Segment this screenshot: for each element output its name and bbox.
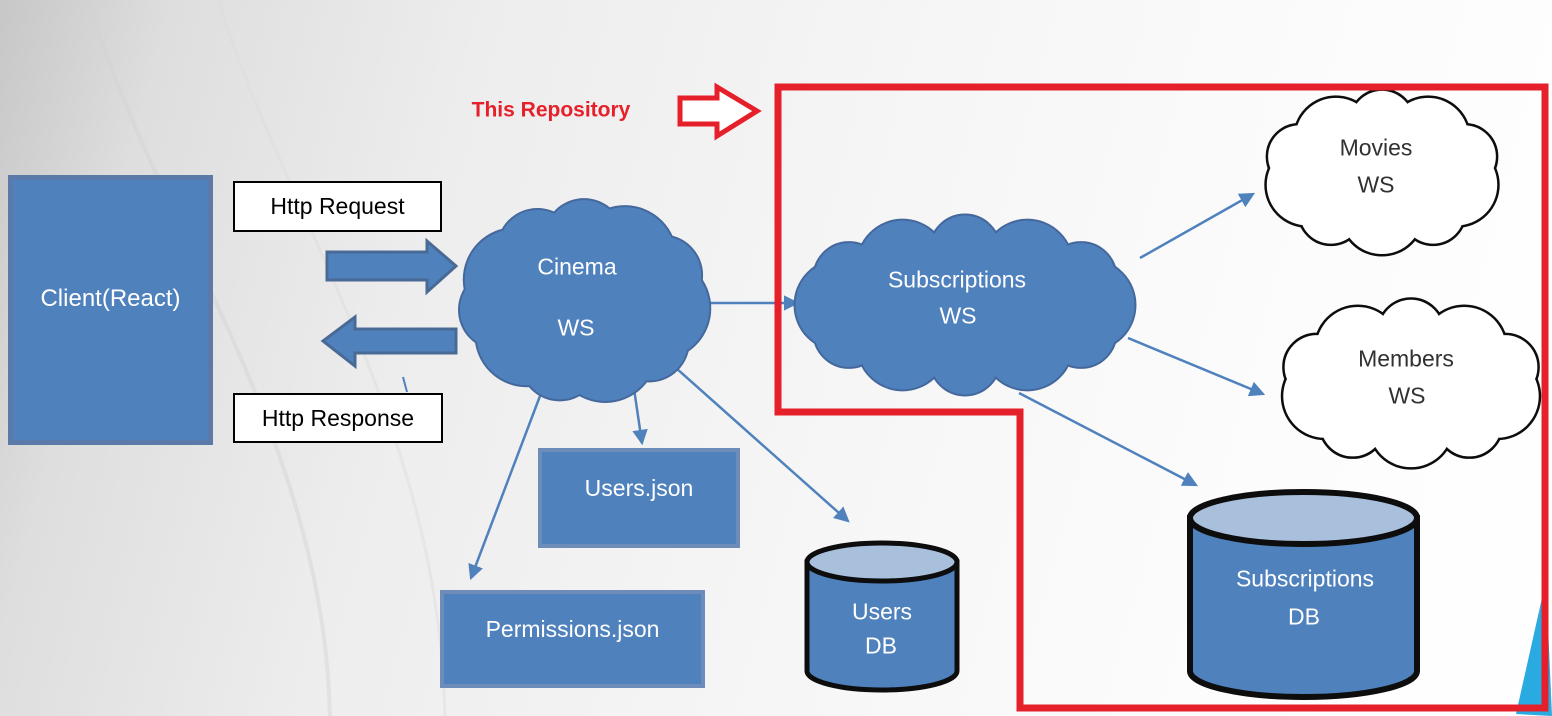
- users-json-label: Users.json: [584, 474, 694, 501]
- swoosh-curve: [85, 0, 332, 716]
- repository-boundary: [774, 83, 1549, 712]
- http-request-block-arrow: [325, 237, 459, 296]
- permissions-json-node: Permissions.json: [440, 590, 705, 688]
- subscriptions-ws-cloud: [793, 213, 1137, 397]
- users-db-cylinder: [804, 540, 960, 693]
- repository-pointer-arrow-icon: [677, 82, 762, 141]
- edge-subscriptions_ws-to-subscriptions_db: [1018, 391, 1199, 487]
- subscriptions-db-cylinder: [1187, 489, 1420, 700]
- client-node: Client(React): [8, 175, 213, 445]
- client-label: Client(React): [40, 285, 181, 312]
- http-response-block-arrow: [320, 314, 458, 370]
- http-request-node: Http Request: [233, 181, 442, 232]
- edge-subscriptions_ws-to-movies_ws: [1139, 192, 1256, 260]
- permissions-json-label: Permissions.json: [485, 615, 660, 642]
- http-request-label: Http Request: [270, 193, 405, 219]
- database-cylinders: [804, 489, 1420, 700]
- response-callout-stub: [402, 376, 408, 393]
- edge-subscriptions_ws-to-members_ws: [1127, 336, 1266, 397]
- cinema-ws-cloud: [457, 198, 712, 403]
- users-json-node: Users.json: [538, 448, 740, 548]
- cloud-shapes: [457, 88, 1542, 470]
- members-ws-cloud: [1280, 297, 1542, 470]
- http-response-label: Http Response: [261, 404, 415, 431]
- http-response-node: Http Response: [233, 393, 443, 443]
- edge-cinema_ws-to-users_db: [675, 367, 850, 523]
- edge-cinema_ws-to-permissions_json: [468, 395, 542, 581]
- movies-ws-cloud: [1264, 88, 1500, 257]
